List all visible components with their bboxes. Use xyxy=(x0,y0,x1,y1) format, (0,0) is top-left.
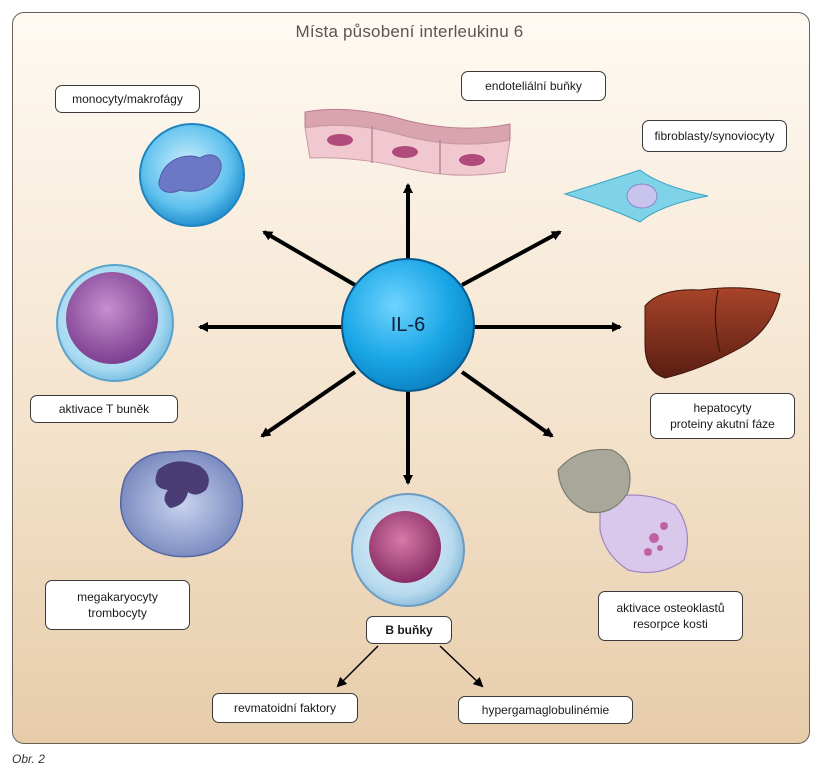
label-osteoclasts-line2: resorpce kosti xyxy=(633,617,708,631)
arrow-lower-left xyxy=(260,370,357,438)
figure-caption: Obr. 2 xyxy=(12,752,45,766)
label-osteoclasts: aktivace osteoklastů resorpce kosti xyxy=(598,591,743,641)
label-megakaryocytes-line2: trombocyty xyxy=(88,606,147,620)
label-monocytes-text: monocyty/makrofágy xyxy=(72,92,183,106)
label-rheumatoid-text: revmatoidní faktory xyxy=(233,701,337,715)
diagram-title: Místa působení interleukinu 6 xyxy=(295,22,524,41)
endothelial-cells-illustration xyxy=(304,108,511,176)
label-fibroblasts-text: fibroblasty/synoviocyty xyxy=(654,129,775,143)
label-hepatocytes: hepatocyty proteiny akutní fáze xyxy=(650,393,795,439)
label-t-cells: aktivace T buněk xyxy=(30,395,178,423)
label-endothelial: endoteliální buňky xyxy=(461,71,606,101)
label-hypergamma: hypergamaglobulinémie xyxy=(458,696,633,724)
t-cell-illustration xyxy=(56,264,174,382)
label-fibroblasts: fibroblasty/synoviocyty xyxy=(642,120,787,152)
label-t-cells-text: aktivace T buněk xyxy=(58,402,150,416)
b-cell-illustration xyxy=(351,493,465,607)
label-osteoclasts-line1: aktivace osteoklastů xyxy=(616,601,725,615)
liver-illustration xyxy=(644,287,781,379)
arrows xyxy=(198,183,622,485)
il6-label: IL-6 xyxy=(391,314,425,336)
label-endothelial-text: endoteliální buňky xyxy=(485,79,582,93)
megakaryocyte-illustration xyxy=(119,450,244,558)
label-megakaryocytes-line1: megakaryocyty xyxy=(77,590,158,604)
b-cell-arrows xyxy=(336,645,484,688)
label-megakaryocytes: megakaryocyty trombocyty xyxy=(45,580,190,630)
il6-hub xyxy=(341,258,475,392)
label-b-cells-text: B buňky xyxy=(385,623,433,637)
arrow-upper-left xyxy=(262,230,357,287)
label-monocytes: monocyty/makrofágy xyxy=(55,85,200,113)
osteoclast-illustration xyxy=(557,448,689,573)
label-hepatocytes-line1: hepatocyty xyxy=(693,401,752,415)
label-hypergamma-text: hypergamaglobulinémie xyxy=(481,703,610,717)
arrow-to-hypergamma xyxy=(439,645,484,688)
label-b-cells: B buňky xyxy=(366,616,452,644)
label-hepatocytes-line2: proteiny akutní fáze xyxy=(670,417,775,431)
arrow-lower-right xyxy=(460,370,554,438)
arrow-to-rheumatoid xyxy=(336,645,379,688)
monocyte-cell-illustration xyxy=(139,123,245,227)
arrow-upper-right xyxy=(461,230,562,287)
label-rheumatoid: revmatoidní faktory xyxy=(212,693,358,723)
fibroblast-cell-illustration xyxy=(563,169,709,223)
